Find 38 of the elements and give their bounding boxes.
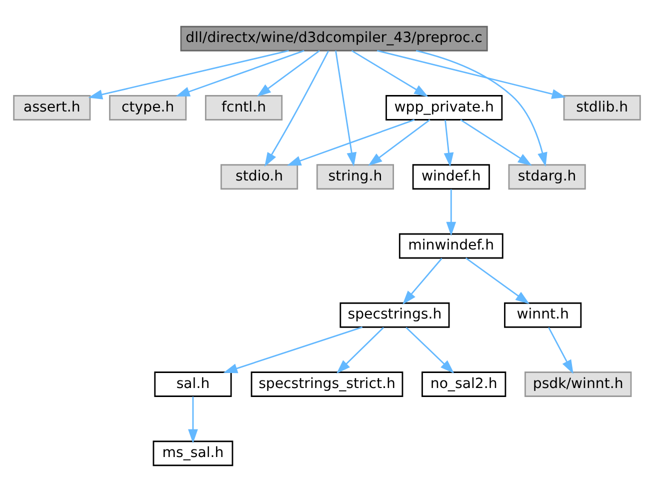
node-box: ms_sal.h <box>152 440 234 466</box>
node-box: assert.h <box>13 94 91 120</box>
node-box: minwindef.h <box>398 232 504 258</box>
node-box: sal.h <box>154 371 232 396</box>
arrow <box>286 118 415 166</box>
node-box: specstrings.h <box>340 302 450 328</box>
arrow <box>460 118 532 166</box>
node-box: dll/directx/wine/d3dcompiler_43/preproc.c <box>180 25 488 51</box>
arrow <box>368 118 430 166</box>
arrow <box>188 396 198 443</box>
node-box: stdlib.h <box>563 94 641 120</box>
arrow <box>548 326 574 374</box>
arrow <box>406 326 454 374</box>
node-box: fcntl.h <box>204 94 283 120</box>
arrow <box>88 50 289 99</box>
arrow <box>264 50 330 166</box>
arrow <box>416 50 548 166</box>
node-box: windef.h <box>412 164 490 190</box>
node-box: specstrings_strict.h <box>250 371 404 396</box>
arrow <box>402 257 442 304</box>
arrow <box>176 50 304 96</box>
arrow <box>446 188 456 236</box>
arrow <box>256 50 320 96</box>
node-box: stdio.h <box>220 164 298 190</box>
arrow <box>376 50 566 98</box>
node-box: no_sal2.h <box>422 371 506 396</box>
node-box: string.h <box>316 164 394 190</box>
arrow <box>465 256 530 304</box>
node-box: wpp_private.h <box>386 94 503 120</box>
node-box: winnt.h <box>504 302 582 328</box>
arrow <box>223 326 363 373</box>
node-box: ctype.h <box>109 94 187 120</box>
node-box: stdarg.h <box>508 164 586 190</box>
arrow <box>444 120 454 166</box>
node-box: psdk/winnt.h <box>524 371 632 396</box>
arrow <box>335 50 357 166</box>
arrow <box>351 50 428 96</box>
arrow <box>336 326 384 374</box>
